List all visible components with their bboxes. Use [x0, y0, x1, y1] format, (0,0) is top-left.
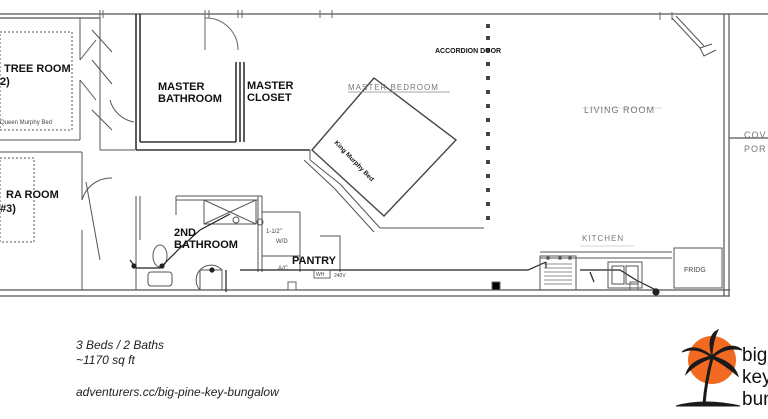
murphy-bed-outline	[311, 77, 458, 217]
plumbing-lines	[129, 213, 660, 296]
logo-text-line2: key	[742, 367, 768, 388]
kitchen-counter	[539, 245, 723, 291]
accordion-door	[486, 24, 490, 220]
washer-dryer-label: W/D	[276, 239, 288, 245]
pipe-size-label: 1-1/2"	[266, 229, 282, 235]
water-heater	[313, 269, 331, 279]
ac-label: A/C	[278, 266, 289, 272]
master-closet-label-2: CLOSET	[247, 92, 292, 104]
bedroom2-walls	[0, 18, 97, 141]
logo-graphic	[675, 328, 743, 407]
bath2-walls	[135, 195, 341, 290]
stove-grate	[544, 256, 572, 285]
voltage-label: 240V	[334, 273, 346, 279]
palm-tree-icon	[675, 328, 743, 407]
master-bedroom-walls	[303, 150, 484, 233]
king-bed-label: King Murphy Bed	[333, 140, 375, 184]
window-marks	[99, 10, 673, 291]
bedroom2-number: 2)	[0, 76, 10, 88]
master-bedroom-label: MASTER BEDROOM	[348, 83, 439, 92]
water-heater-label: WH	[316, 272, 325, 278]
covered-porch-label-1: COV	[744, 130, 767, 140]
bedroom3-label: RA ROOM	[6, 189, 59, 201]
master-bath-door	[204, 17, 239, 51]
url-link[interactable]: adventurers.cc/big-pine-key-bungalow	[76, 385, 279, 399]
bath2-label-1: 2ND	[174, 227, 196, 239]
master-closet-label-1: MASTER	[247, 80, 294, 92]
bedroom2-label: TREE ROOM	[4, 63, 71, 75]
kitchen-label: KITCHEN	[582, 234, 624, 243]
sqft-text: ~1170 sq ft	[76, 353, 135, 367]
logo-text-line3: bun	[742, 389, 768, 410]
accordion-door-label: ACCORDION DOOR	[435, 48, 501, 55]
pantry-label: PANTRY	[292, 255, 337, 267]
hallway	[85, 18, 135, 261]
covered-porch-label-2: POR	[744, 144, 767, 154]
outer-walls	[0, 13, 768, 297]
living-room-corner	[671, 15, 717, 57]
bedroom3-walls	[0, 151, 113, 290]
bath2-fixtures	[147, 216, 264, 291]
beds-baths-text: 3 Beds / 2 Baths	[76, 338, 165, 352]
master-bath-label-2: BATHROOM	[158, 93, 222, 105]
bedroom2-bed-label: Queen Murphy Bed	[0, 120, 52, 126]
bedroom3-number: #3)	[0, 203, 16, 215]
bath2-label-2: BATHROOM	[174, 239, 238, 251]
fridge-label: FRIDG	[684, 267, 706, 274]
living-room-label: LIVING ROOM	[584, 105, 655, 115]
master-bath-walls	[135, 14, 310, 151]
logo-text-line1: big	[742, 345, 768, 366]
master-bath-label-1: MASTER	[158, 81, 205, 93]
